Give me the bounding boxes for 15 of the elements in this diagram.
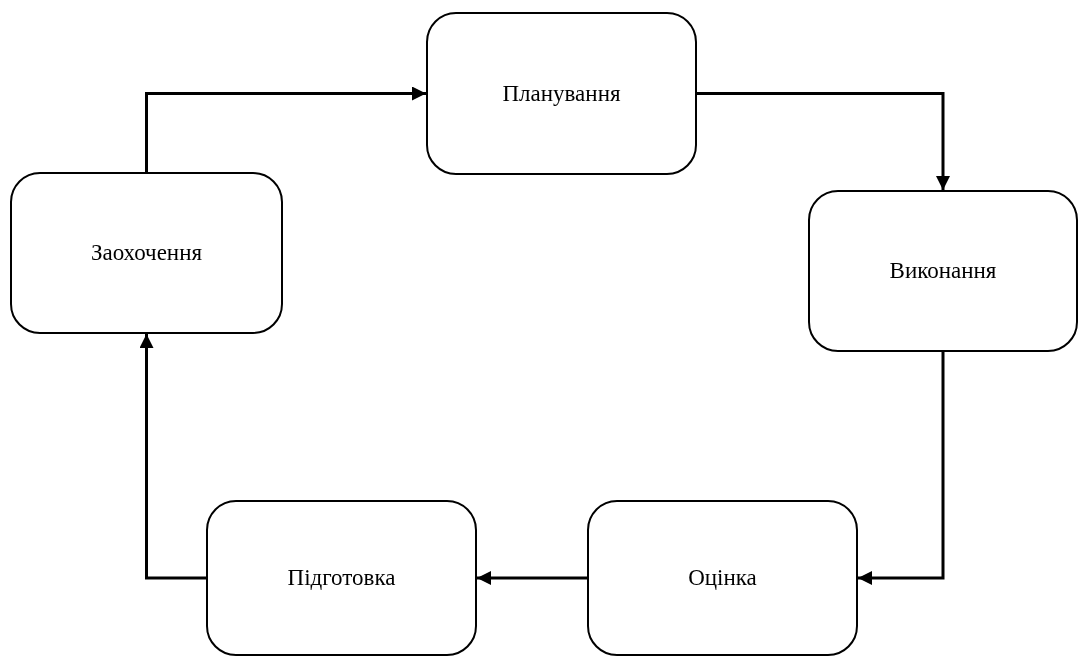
- process-box: [426, 12, 697, 175]
- arrow: [477, 571, 587, 585]
- step-label: Виконання: [889, 258, 997, 284]
- step-label: Підготовка: [287, 565, 396, 591]
- arrow: [697, 92, 950, 190]
- process-box: [10, 172, 283, 334]
- step-label: Планування: [502, 80, 621, 107]
- process-box: [587, 500, 858, 656]
- arrow: [145, 86, 426, 172]
- step-label: Заохочення: [90, 240, 203, 266]
- step-label: Оцінка: [688, 565, 757, 591]
- process-box: [808, 190, 1078, 352]
- arrow: [139, 334, 206, 580]
- process-box: [206, 500, 477, 656]
- arrow: [858, 352, 945, 585]
